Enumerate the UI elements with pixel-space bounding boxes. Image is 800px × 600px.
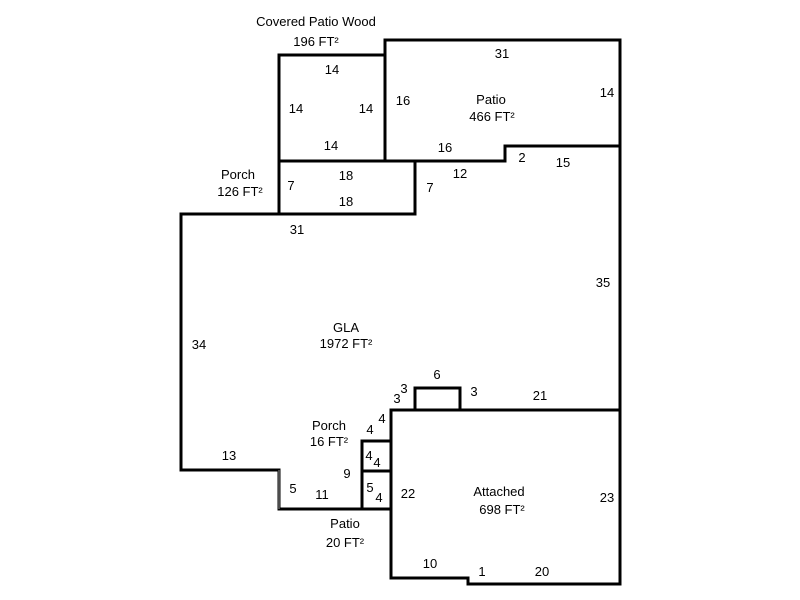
dimension-label: 14 [600,85,614,100]
dimension-label: 18 [339,168,353,183]
dimension-label: 10 [423,556,437,571]
dimension-label: 4 [375,490,382,505]
dimension-label: 21 [533,388,547,403]
area-name: Porch [221,167,255,182]
area-size: 126 FT² [217,184,263,199]
dimension-label: 13 [222,448,236,463]
dimension-label: 14 [359,101,373,116]
dimension-label: 3 [470,384,477,399]
area-size: 1972 FT² [320,336,373,351]
area-name: Covered Patio Wood [256,14,376,29]
dimension-label: 7 [426,180,433,195]
dimension-label: 15 [556,155,570,170]
dimension-label: 14 [325,62,339,77]
area-size: 196 FT² [293,34,339,49]
attached-outline [389,408,622,586]
dimension-label: 22 [401,486,415,501]
dimension-label: 5 [366,480,373,495]
dimension-label: 14 [289,101,303,116]
dimension-label: 2 [518,150,525,165]
area-name: Patio [330,516,360,531]
dimension-label: 14 [324,138,338,153]
area-size: 16 FT² [310,434,349,449]
dimension-label: 4 [378,411,385,426]
dimension-label: 16 [396,93,410,108]
dimension-label: 6 [433,367,440,382]
dimension-label: 12 [453,166,467,181]
area-size: 20 FT² [326,535,365,550]
dimension-label: 5 [289,481,296,496]
area-name: GLA [333,320,359,335]
area-name: Patio [476,92,506,107]
dimension-label: 34 [192,337,206,352]
dimension-label: 3 [400,381,407,396]
area-name: Porch [312,418,346,433]
dimension-label: 1 [478,564,485,579]
dimension-label: 11 [315,487,329,502]
area-size: 698 FT² [479,502,525,517]
dimension-label: 31 [495,46,509,61]
dimension-label: 18 [339,194,353,209]
dimension-label: 20 [535,564,549,579]
dimension-label: 4 [373,455,380,470]
area-name: Attached [473,484,524,499]
gla-outline [179,144,622,511]
dimension-label: 3 [393,391,400,406]
dimension-label: 4 [366,422,373,437]
dimension-label: 9 [343,466,350,481]
area-size: 466 FT² [469,109,515,124]
dimension-label: 31 [290,222,304,237]
dimension-label: 16 [438,140,452,155]
dimension-label: 4 [365,448,372,463]
dimension-label: 35 [596,275,610,290]
dimension-label: 23 [600,490,614,505]
dimension-label: 7 [287,178,294,193]
